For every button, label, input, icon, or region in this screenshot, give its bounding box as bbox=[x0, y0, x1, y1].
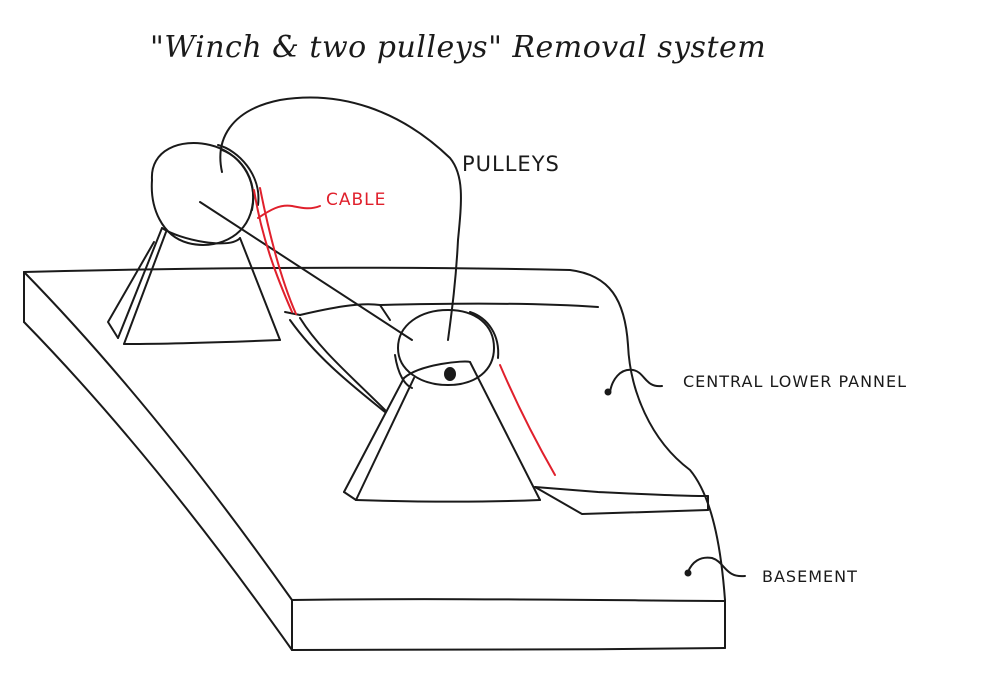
winch-line bbox=[199, 201, 413, 341]
basement-slab bbox=[23, 266, 726, 651]
leader-basement bbox=[687, 556, 746, 578]
leader-central-panel bbox=[609, 368, 663, 393]
page-title: "Winch & two pulleys" Removal system bbox=[150, 30, 767, 65]
label-pulleys: PULLEYS bbox=[462, 152, 560, 176]
label-cable: CABLE bbox=[326, 190, 387, 210]
label-basement: BASEMENT bbox=[762, 567, 858, 586]
pulley-2 bbox=[394, 309, 500, 389]
pulley-support-2 bbox=[343, 360, 541, 503]
leader-pulleys bbox=[219, 96, 462, 341]
pulley-support-1 bbox=[107, 227, 281, 345]
cable bbox=[253, 187, 556, 476]
label-central-lower-panel: CENTRAL LOWER PANNEL bbox=[683, 372, 908, 391]
pulley-1 bbox=[150, 142, 260, 246]
central-lower-panel bbox=[284, 302, 709, 515]
